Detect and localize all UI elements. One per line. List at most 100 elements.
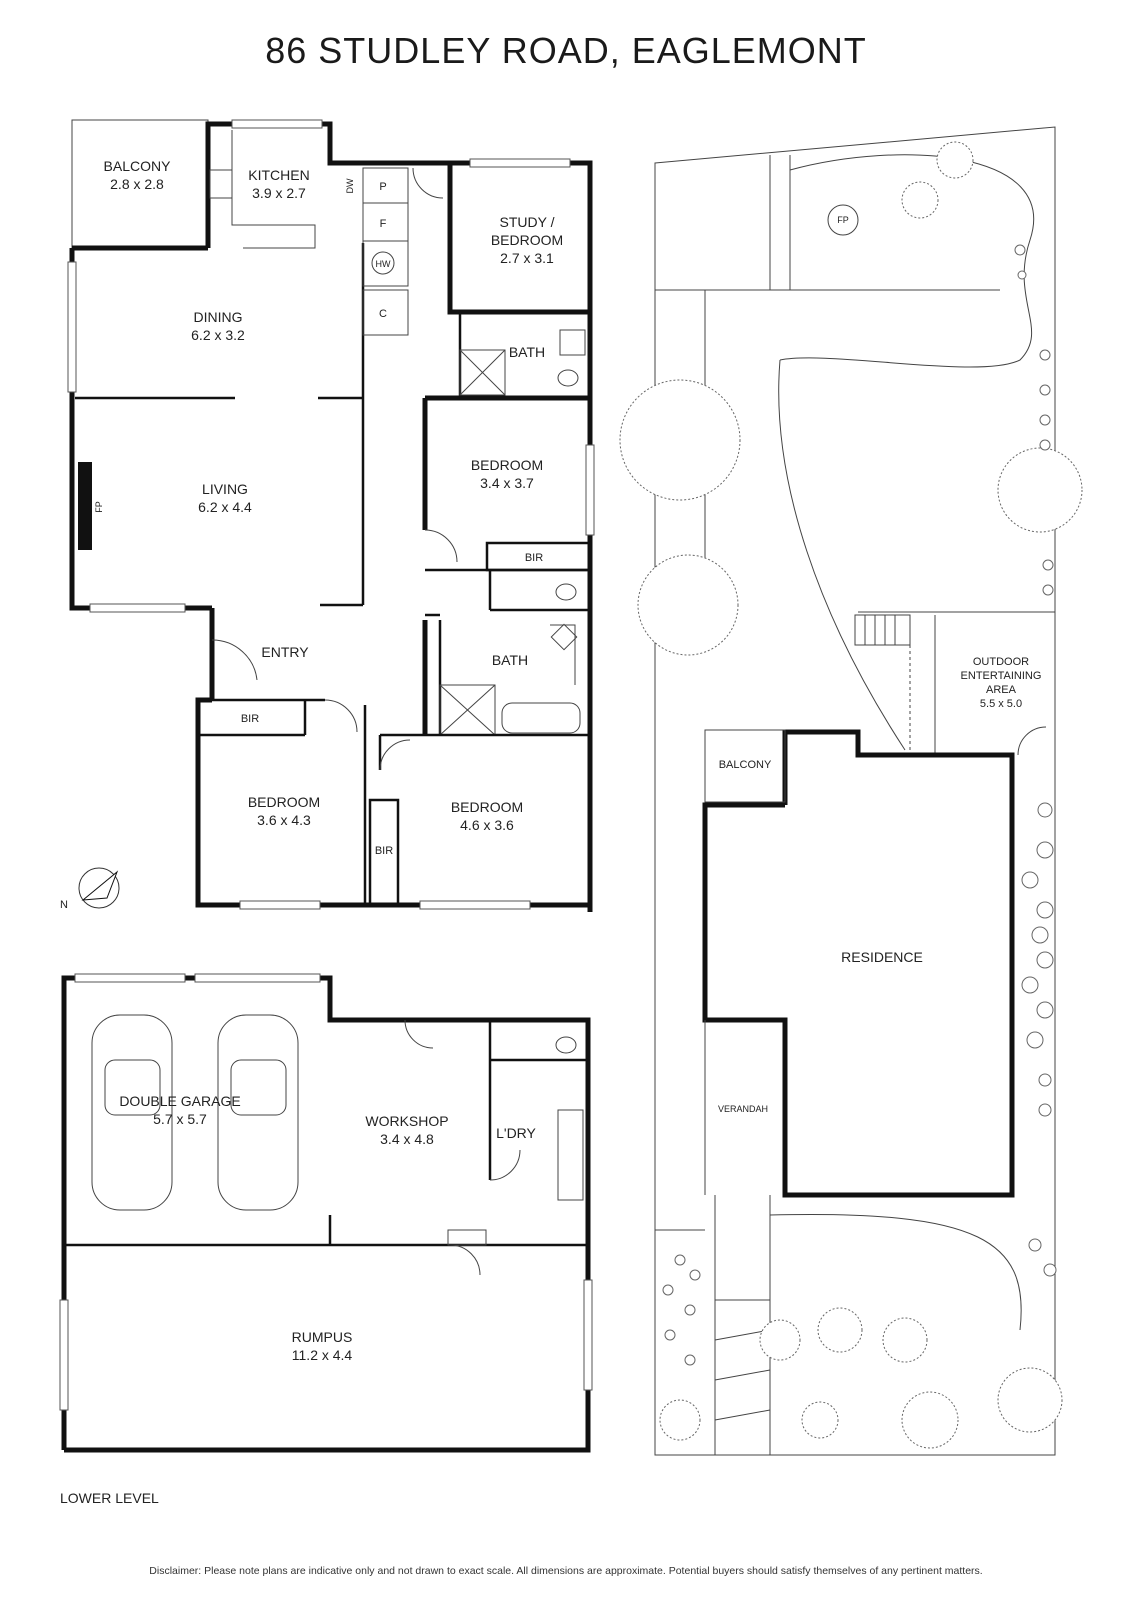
dw-label: DW	[345, 178, 355, 193]
site-balcony	[704, 729, 786, 803]
bedroom1-dim: 3.4 x 3.7	[480, 475, 534, 491]
workshop-label: WORKSHOP	[365, 1113, 448, 1129]
laundry-bench	[557, 1109, 584, 1201]
shower2-cross-b	[439, 684, 496, 736]
bedroom3-door	[379, 739, 411, 771]
front-door	[211, 639, 258, 681]
rumpus-label: RUMPUS	[292, 1329, 353, 1345]
living-fp-label: FP	[94, 501, 104, 513]
kitchen-dim: 3.9 x 2.7	[252, 185, 306, 201]
living-dim: 6.2 x 4.4	[198, 499, 252, 515]
basin2-icon	[550, 623, 578, 651]
residence-label: RESIDENCE	[841, 949, 923, 965]
bir2-label: BIR	[241, 713, 259, 725]
study-label-1: STUDY /	[500, 214, 555, 230]
toilet2-icon	[555, 583, 577, 601]
residence-door	[1017, 726, 1047, 756]
rumpus-window-east	[583, 1279, 593, 1391]
shrub-b	[901, 181, 939, 219]
pool-outline	[779, 154, 1035, 368]
shrub-a	[936, 141, 974, 179]
cupboard-box	[362, 289, 409, 336]
car-1-windscreen	[104, 1059, 161, 1116]
west-wall	[69, 248, 190, 611]
deck-steps	[854, 614, 911, 646]
outdoor-label-3: AREA	[986, 684, 1017, 696]
balcony-dim: 2.8 x 2.8	[110, 176, 164, 192]
bath2-label: BATH	[492, 652, 528, 668]
kitchen-window	[231, 119, 323, 129]
bir1-label: BIR	[525, 552, 543, 564]
study-label-2: BEDROOM	[491, 232, 563, 248]
compass	[78, 867, 120, 909]
dining-label: DINING	[194, 309, 243, 325]
kitchen-label: KITCHEN	[248, 167, 309, 183]
garage-dim: 5.7 x 5.7	[153, 1111, 207, 1127]
compass-north-label: N	[60, 899, 68, 911]
car-1	[91, 1014, 173, 1211]
lower-level-label: LOWER LEVEL	[60, 1490, 159, 1506]
entry-label: ENTRY	[261, 644, 309, 660]
site-balcony-label: BALCONY	[719, 759, 772, 771]
living-window	[89, 603, 186, 613]
upper-floor-plan	[67, 119, 595, 912]
lower-outer-wall	[61, 975, 591, 1453]
bath1-label: BATH	[509, 344, 545, 360]
front-lawn-curve	[769, 1214, 1022, 1331]
bedroom3-dim: 4.6 x 3.6	[460, 817, 514, 833]
hw-box	[362, 240, 409, 287]
shower1	[459, 349, 506, 396]
garden-path-curve	[778, 359, 906, 751]
bedroom2-dim: 3.6 x 4.3	[257, 812, 311, 828]
bir3-label: BIR	[375, 845, 393, 857]
page-title: 86 STUDLEY ROAD, EAGLEMONT	[265, 30, 867, 71]
vanity1-icon	[559, 329, 586, 356]
stair-landing	[447, 1229, 487, 1246]
study-wall	[447, 163, 590, 315]
study-window	[469, 158, 571, 168]
residence-outline	[702, 729, 1015, 1198]
fireplace	[78, 462, 92, 550]
rumpus-window-west	[59, 1299, 69, 1411]
hw-icon	[371, 251, 395, 275]
outdoor-label-2: ENTERTAINING	[961, 670, 1042, 682]
lower-level-plan	[59, 973, 593, 1453]
toilet3-icon	[555, 1036, 577, 1054]
laundry-door	[489, 1149, 521, 1181]
verandah-label: VERANDAH	[718, 1104, 768, 1114]
laundry-label: L'DRY	[496, 1125, 536, 1141]
fire-pit	[827, 204, 859, 236]
balcony-label: BALCONY	[104, 158, 172, 174]
rumpus-dim: 11.2 x 4.4	[292, 1347, 353, 1363]
rumpus-door	[449, 1244, 481, 1276]
tree-3	[997, 447, 1083, 533]
garage-door-1	[74, 973, 186, 983]
kitchen-wall	[205, 121, 450, 248]
study-dim: 2.7 x 3.1	[500, 250, 554, 266]
garage-label: DOUBLE GARAGE	[119, 1093, 240, 1109]
vanity2-icon	[550, 624, 576, 685]
car-2	[217, 1014, 299, 1211]
living-label: LIVING	[202, 481, 248, 497]
tree-1	[619, 379, 741, 501]
site-boundary	[654, 126, 1056, 1456]
bedroom1-label: BEDROOM	[471, 457, 543, 473]
bedroom3-label: BEDROOM	[451, 799, 523, 815]
fridge-label: F	[380, 218, 387, 230]
bedroom1-window	[585, 444, 595, 536]
cooktop-icon	[209, 169, 233, 199]
room-labels: BALCONY 2.8 x 2.8 KITCHEN 3.9 x 2.7 STUD…	[60, 158, 1041, 1363]
outdoor-dim: 5.5 x 5.0	[980, 698, 1022, 710]
outdoor-label-1: OUTDOOR	[973, 656, 1029, 668]
hw-label: HW	[376, 259, 391, 269]
workshop-dim: 3.4 x 4.8	[380, 1131, 434, 1147]
hall-door	[412, 167, 444, 199]
bedroom3-window	[419, 900, 531, 910]
workshop-door	[404, 1019, 434, 1049]
cupboard-label: C	[379, 308, 387, 320]
dining-dim: 6.2 x 3.2	[191, 327, 245, 343]
site-fp-label: FP	[837, 215, 849, 225]
shower1-cross-b	[459, 349, 506, 396]
bedroom2-label: BEDROOM	[248, 794, 320, 810]
